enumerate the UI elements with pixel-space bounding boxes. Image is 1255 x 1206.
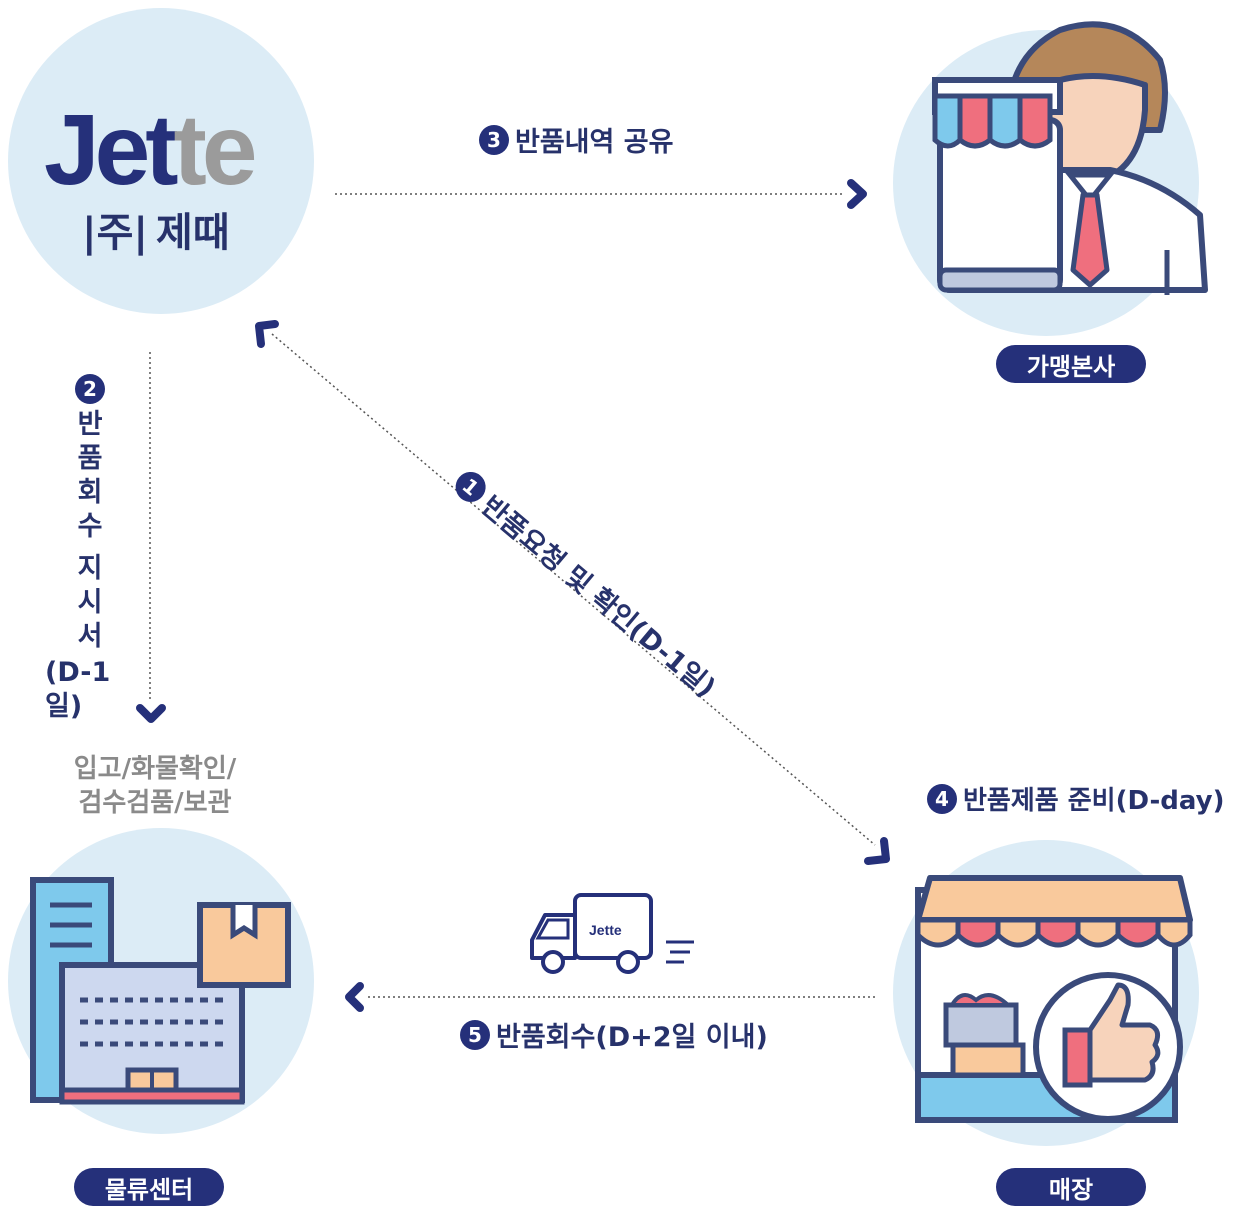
step-3-text: 반품내역 공유 xyxy=(515,127,674,158)
step-2-char-2: 품 xyxy=(77,443,103,474)
franchise-hq-illustration xyxy=(932,21,1208,295)
step-2-char-6: 지 xyxy=(77,553,103,584)
jette-logo-subtitle: |주|제때 xyxy=(82,200,230,258)
step-2-char-7: 시 xyxy=(77,587,103,618)
delivery-truck-illustration xyxy=(530,893,694,974)
arrow-head-down-icon xyxy=(136,704,166,723)
store-label-pill: 매장 xyxy=(996,1168,1146,1206)
step-2-char-4: 수 xyxy=(77,511,103,542)
arrow-head-downright-icon xyxy=(864,837,890,865)
jette-logo-te: te xyxy=(173,94,258,206)
step-5-text: 반품회수(D+2일 이내) xyxy=(496,1022,768,1053)
step-4-label: 4 반품제품 준비(D-day) xyxy=(927,780,1225,817)
jette-node-circle xyxy=(8,8,314,314)
step-5-label: 5 반품회수(D+2일 이내) xyxy=(460,1015,768,1054)
logistics-note-line-2: 검수검품/보관 xyxy=(78,788,232,818)
step-5-number: 5 xyxy=(460,1019,490,1050)
step-2-char-1: 반 xyxy=(77,409,103,440)
jette-logo-jet: Jet xyxy=(44,94,179,206)
step-2-char-8: 서 xyxy=(77,621,103,652)
connector-jette-store xyxy=(271,333,876,846)
step-2-number: 2 xyxy=(75,374,105,404)
step-3-label: 3 반품내역 공유 xyxy=(479,120,673,159)
jette-subtitle-ju: |주| xyxy=(82,210,149,256)
hq-label-pill: 가맹본사 xyxy=(996,345,1146,383)
step-2-char-3: 회 xyxy=(77,477,103,508)
step-2-label: 2 반 품 회 수 지 시 서 (D-1일) xyxy=(45,374,135,724)
logistics-center-illustration xyxy=(30,877,291,1105)
arrow-head-right-icon xyxy=(847,179,867,209)
jette-logo: Jette xyxy=(44,100,257,200)
arrow-head-left-icon xyxy=(345,982,364,1012)
step-3-number: 3 xyxy=(479,124,509,155)
truck-logo: Jette xyxy=(589,922,622,938)
logistics-label-pill: 물류센터 xyxy=(74,1168,224,1206)
step-2-sub: (D-1일) xyxy=(45,657,111,722)
step-4-number: 4 xyxy=(927,783,957,814)
step-4-text: 반품제품 준비(D-day) xyxy=(963,786,1225,816)
logistics-note-line-1: 입고/화물확인/ xyxy=(73,754,237,784)
logistics-note: 입고/화물확인/ 검수검품/보관 xyxy=(30,752,280,820)
jette-subtitle-jettae: 제때 xyxy=(156,210,230,256)
arrow-head-upleft-icon xyxy=(255,320,279,348)
store-illustration xyxy=(915,875,1193,1123)
